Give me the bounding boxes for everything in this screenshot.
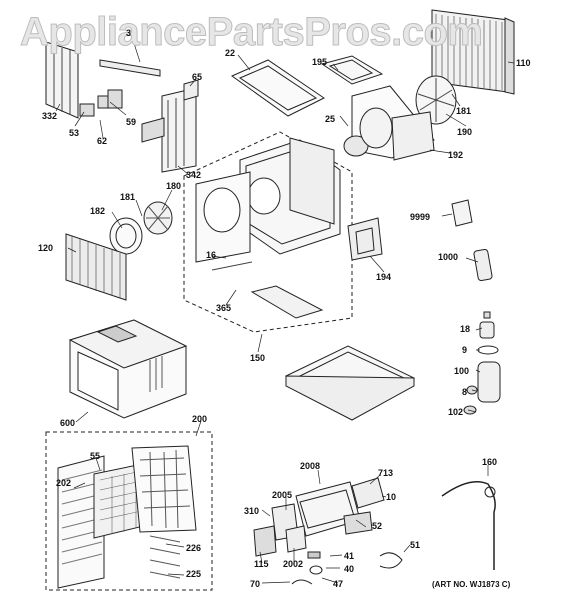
callout-202: 202 xyxy=(56,478,72,488)
motor-25 xyxy=(343,107,393,157)
callout-16: 16 xyxy=(206,250,217,260)
callout-47: 47 xyxy=(333,579,344,589)
callout-181-mid: 181 xyxy=(120,192,136,202)
callout-200: 200 xyxy=(192,414,208,424)
callout-713: 713 xyxy=(378,468,394,478)
callout-190: 190 xyxy=(457,127,473,137)
orifice-182 xyxy=(109,217,143,255)
clip-65 xyxy=(183,79,199,101)
callout-9999: 9999 xyxy=(410,212,431,222)
callout-10: 10 xyxy=(386,492,397,502)
callout-65: 65 xyxy=(192,72,203,82)
callout-332: 332 xyxy=(42,111,58,121)
callout-2008: 2008 xyxy=(300,461,321,471)
callout-8: 8 xyxy=(462,387,468,397)
callout-55: 55 xyxy=(90,451,101,461)
curtain-342 xyxy=(141,87,197,173)
compressor-parts xyxy=(463,311,501,415)
manual-9999 xyxy=(451,199,473,227)
callout-226: 226 xyxy=(186,543,202,553)
callout-342: 342 xyxy=(186,170,202,180)
callout-59: 59 xyxy=(126,117,137,127)
callout-22: 22 xyxy=(225,48,236,58)
tube-160 xyxy=(441,481,496,570)
callout-120: 120 xyxy=(38,243,54,253)
base-pan xyxy=(284,345,416,421)
callout-110: 110 xyxy=(516,58,531,68)
callout-25: 25 xyxy=(325,114,336,124)
callout-100: 100 xyxy=(454,366,470,376)
callout-192: 192 xyxy=(448,150,464,160)
callout-195: 195 xyxy=(312,57,328,67)
callout-9: 9 xyxy=(462,345,468,355)
curtain-332 xyxy=(45,41,79,119)
callout-51: 51 xyxy=(410,540,421,550)
condenser-coil-110 xyxy=(431,9,515,95)
side-rail-3 xyxy=(99,59,161,77)
callout-194: 194 xyxy=(376,272,392,282)
callout-225: 225 xyxy=(186,569,202,579)
bracket-195 xyxy=(320,55,384,85)
callout-18: 18 xyxy=(460,324,471,334)
callout-181-top: 181 xyxy=(456,106,472,116)
control-assembly-2008 xyxy=(253,477,403,585)
callout-62: 62 xyxy=(97,136,108,146)
callout-115: 115 xyxy=(254,559,269,569)
callout-160: 160 xyxy=(482,457,498,467)
remote-1000 xyxy=(473,248,493,282)
bracket-53-62-59 xyxy=(79,89,123,117)
callout-310: 310 xyxy=(244,506,260,516)
evaporator-120 xyxy=(65,233,127,301)
callout-52: 52 xyxy=(372,521,383,531)
callout-leaders xyxy=(55,36,515,584)
callout-3: 3 xyxy=(126,28,132,38)
callout-102: 102 xyxy=(448,407,464,417)
callout-180: 180 xyxy=(166,181,182,191)
callout-365: 365 xyxy=(216,303,232,313)
chassis-group-150 xyxy=(183,131,353,333)
callout-2005: 2005 xyxy=(272,490,293,500)
callout-150: 150 xyxy=(250,353,266,363)
cabinet-600 xyxy=(68,319,188,419)
callout-182: 182 xyxy=(90,206,106,216)
blower-wheel-180 xyxy=(143,201,173,235)
callout-2002: 2002 xyxy=(283,559,304,569)
callout-1000: 1000 xyxy=(438,252,459,262)
top-panel-22 xyxy=(230,59,325,117)
watermark: AppliancePartsPros.com xyxy=(20,10,484,55)
callout-53: 53 xyxy=(69,128,80,138)
callout-40: 40 xyxy=(344,564,355,574)
art-number: (ART NO. WJ1873 C) xyxy=(432,580,511,589)
bracket-194 xyxy=(347,217,383,261)
callout-600: 600 xyxy=(60,418,76,428)
callout-70: 70 xyxy=(250,579,261,589)
callout-41: 41 xyxy=(344,551,355,561)
front-grille-group-200 xyxy=(45,431,213,591)
